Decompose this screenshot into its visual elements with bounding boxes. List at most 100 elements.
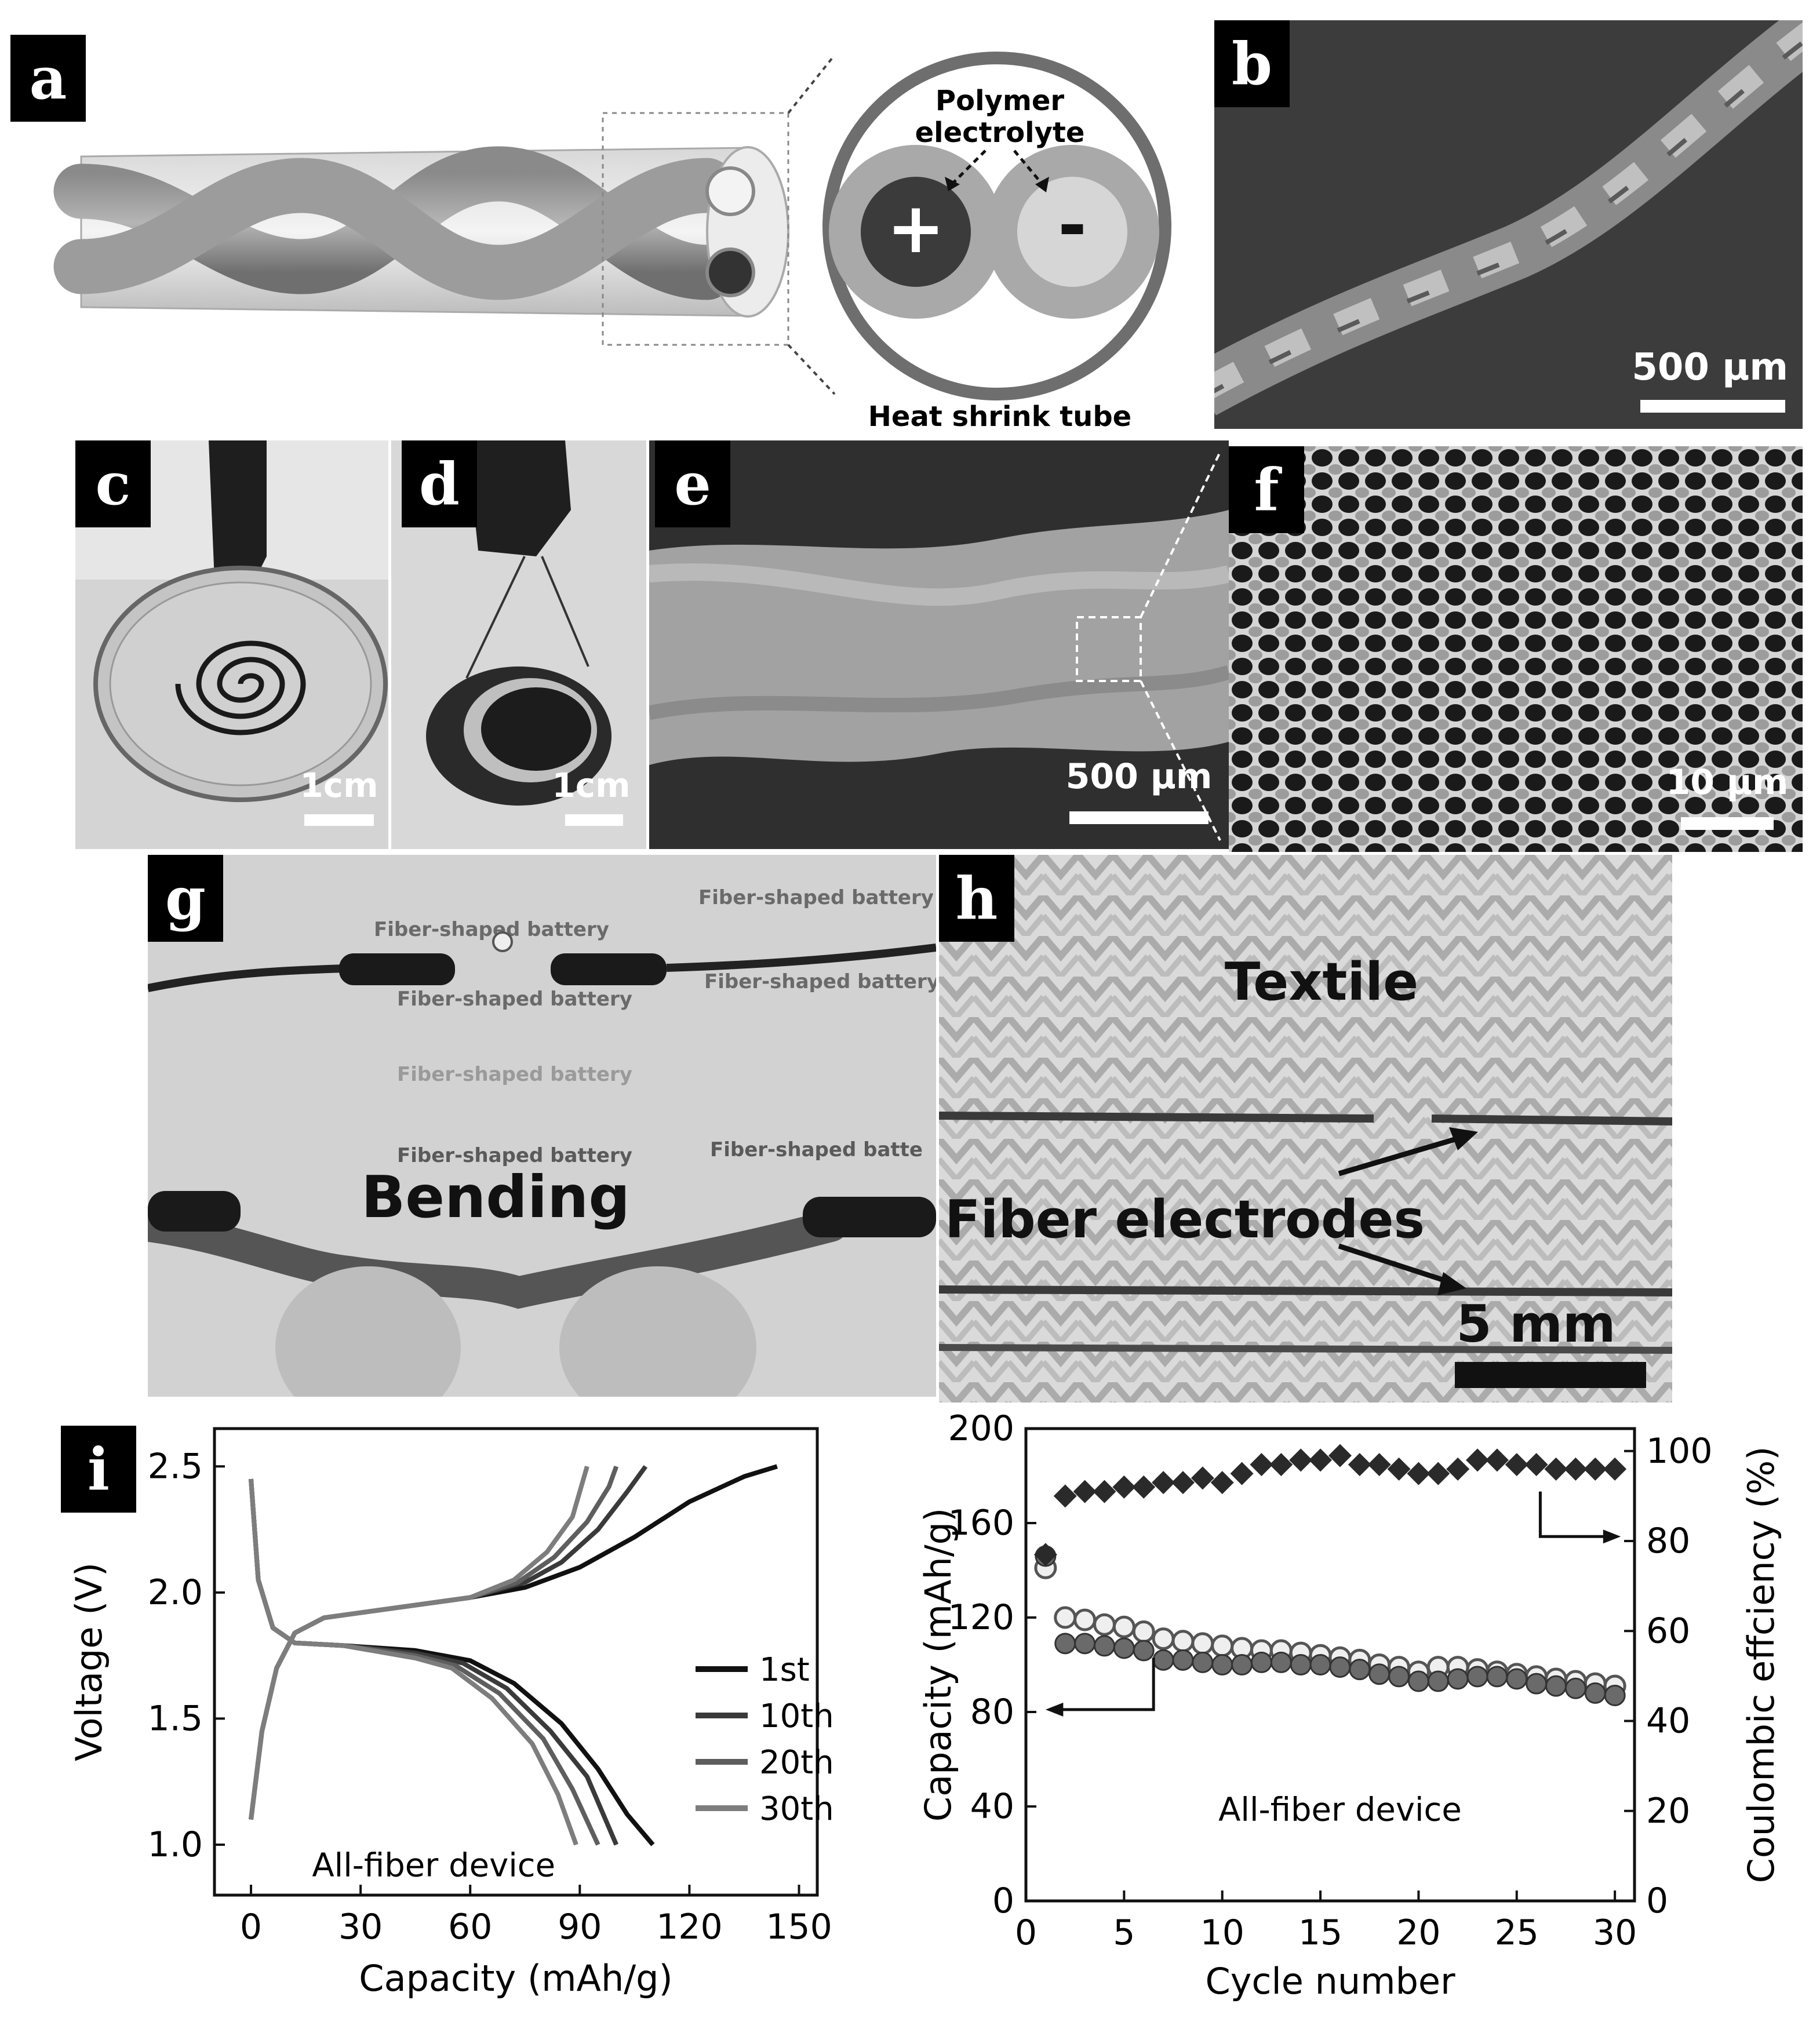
scale-bar-c <box>304 814 374 826</box>
panel-label-b: b <box>1214 20 1290 107</box>
left-axis-arrowhead <box>1045 1702 1064 1717</box>
data-point-discharge <box>1506 1668 1528 1690</box>
data-point-charge <box>1054 1606 1077 1629</box>
y2-tick-label: 80 <box>1646 1521 1690 1561</box>
data-point-efficiency <box>1603 1457 1627 1481</box>
plot-frame <box>1024 1427 1636 1903</box>
y2-tick-label: 20 <box>1646 1791 1690 1831</box>
y2-tick-label: 100 <box>1646 1431 1713 1471</box>
data-point-efficiency <box>1367 1453 1391 1477</box>
data-point-charge <box>1132 1620 1155 1643</box>
panel-label-f: f <box>1229 446 1304 533</box>
data-point-efficiency <box>1171 1471 1195 1495</box>
x-tick-label: 5 <box>1113 1913 1135 1953</box>
y2-tick-label: 0 <box>1646 1881 1668 1921</box>
panel-label-g: g <box>148 855 223 942</box>
paper-text-2: Fiber-shaped battery <box>698 886 934 909</box>
scale-bar-label-e: 500 μm <box>1066 756 1213 797</box>
legend-label: 10th <box>759 1697 834 1735</box>
textile-title: Textile <box>1225 952 1418 1012</box>
data-point-discharge <box>1172 1649 1194 1671</box>
y-tick-label: 1.0 <box>148 1824 203 1865</box>
panel-label-h: h <box>939 855 1014 942</box>
data-point-discharge <box>1192 1651 1214 1673</box>
y-tick-label: 80 <box>970 1692 1014 1732</box>
data-point-discharge <box>1231 1654 1253 1675</box>
x-tick-label: 0 <box>240 1907 262 1947</box>
scale-bar-e <box>1069 811 1209 824</box>
panel-f: f 10 μm <box>1229 446 1803 852</box>
x-axis-label: Cycle number <box>1205 1960 1455 2002</box>
data-point-efficiency <box>1053 1484 1077 1508</box>
data-point-efficiency <box>1485 1448 1509 1472</box>
data-point-discharge <box>1329 1656 1351 1678</box>
negative-electrode-sign: - <box>1058 185 1087 266</box>
right-axis-arrow <box>1538 1491 1607 1538</box>
data-point-discharge <box>1290 1654 1312 1675</box>
paper-text-3: Fiber-shaped battery <box>397 988 632 1011</box>
y-tick-label: 200 <box>948 1414 1014 1449</box>
scale-bar-d <box>565 814 623 826</box>
data-point-charge <box>1171 1630 1195 1653</box>
data-point-efficiency <box>1564 1457 1588 1481</box>
data-point-efficiency <box>1466 1448 1490 1472</box>
data-point-efficiency <box>1524 1453 1548 1477</box>
paper-text-5: Fiber-shaped battery <box>397 1063 632 1086</box>
y2-tick-label: 60 <box>1646 1611 1690 1651</box>
data-point-efficiency <box>1210 1471 1234 1495</box>
scale-bar-label-h: 5 mm <box>1456 1294 1615 1354</box>
legend-label: 1st <box>759 1651 810 1689</box>
heat-shrink-tube-label: Heat shrink tube <box>868 400 1131 433</box>
data-point-discharge <box>1526 1673 1548 1695</box>
y-tick-label: 0 <box>992 1881 1014 1921</box>
data-point-charge <box>1093 1613 1116 1636</box>
chart-annotation: All-fiber device <box>312 1846 555 1884</box>
panel-label-i: i <box>61 1426 136 1513</box>
data-point-discharge <box>1093 1635 1115 1657</box>
data-point-efficiency <box>1269 1453 1293 1477</box>
data-point-discharge <box>1113 1637 1135 1659</box>
data-point-charge <box>1112 1615 1135 1638</box>
data-point-efficiency <box>1446 1457 1470 1481</box>
data-point-discharge <box>1427 1670 1449 1692</box>
callout-polymer: Polymer <box>936 85 1064 117</box>
data-point-efficiency <box>1250 1453 1273 1477</box>
data-point-discharge <box>1584 1682 1606 1704</box>
data-point-efficiency <box>1426 1462 1450 1485</box>
data-point-efficiency <box>1230 1462 1254 1485</box>
data-point-charge <box>1211 1634 1234 1658</box>
panel-g: g Fiber-shaped battery Fiber-shaped batt… <box>148 855 936 1397</box>
series-line-30th-charge <box>249 1466 589 1820</box>
panel-b: b 500 μm <box>1214 20 1803 429</box>
data-point-discharge <box>1309 1654 1331 1675</box>
panel-e: e 500 μm <box>649 440 1229 849</box>
fiber-cross-section-sem: 500 μm <box>649 440 1229 849</box>
data-point-efficiency <box>1289 1448 1313 1472</box>
porous-surface-sem: 10 μm <box>1229 446 1803 852</box>
data-point-discharge <box>1486 1666 1508 1688</box>
textile-photo: Textile Fiber electrodes 5 mm <box>939 855 1672 1403</box>
y-axis-label: Voltage (V) <box>68 1562 110 1761</box>
data-point-efficiency <box>1152 1471 1175 1495</box>
y-tick-label: 2.5 <box>148 1446 203 1487</box>
scale-bar-h <box>1455 1362 1646 1388</box>
data-point-discharge <box>1133 1640 1155 1662</box>
x-tick-label: 15 <box>1298 1913 1342 1953</box>
data-point-efficiency <box>1132 1475 1156 1499</box>
y-tick-label: 120 <box>948 1597 1014 1638</box>
data-point-discharge <box>1211 1654 1233 1675</box>
left-axis-arrow <box>1057 1658 1155 1711</box>
scale-bar-label-b: 500 μm <box>1632 346 1788 389</box>
data-point-discharge <box>1604 1684 1626 1706</box>
fiber-electrodes-label: Fiber electrodes <box>945 1189 1425 1250</box>
y-tick-label: 40 <box>970 1786 1014 1827</box>
chart-annotation: All-fiber device <box>1218 1791 1462 1828</box>
data-point-discharge <box>1564 1677 1586 1699</box>
x-tick-label: 120 <box>656 1907 723 1947</box>
scale-bar-label-c: 1cm <box>300 766 378 805</box>
data-point-discharge <box>1545 1675 1567 1697</box>
panel-a: a + <box>0 0 1206 435</box>
data-point-discharge <box>1368 1663 1391 1685</box>
